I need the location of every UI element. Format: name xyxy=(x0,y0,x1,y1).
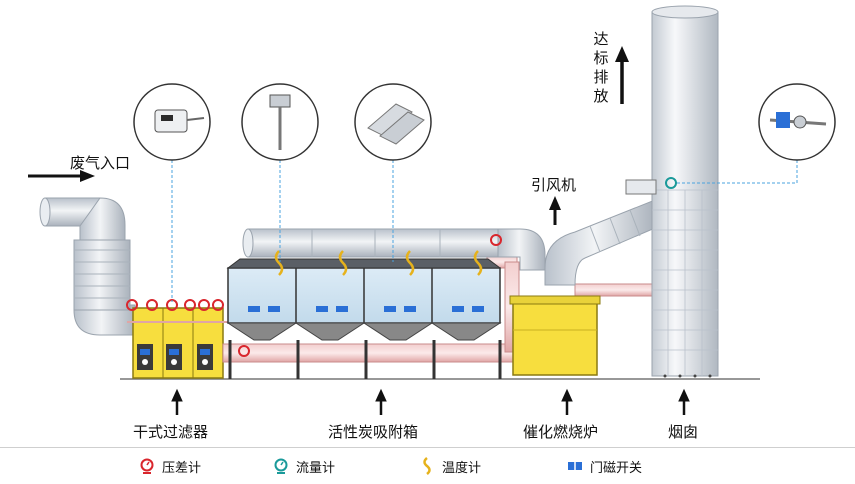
label-exhaust-char: 达 xyxy=(593,30,609,48)
flow-meter-icon xyxy=(665,177,677,189)
callout-thermometer xyxy=(241,83,319,161)
process-diagram xyxy=(28,5,836,415)
arrow-chimney xyxy=(678,388,690,415)
callout-magnetic-switch xyxy=(354,83,432,161)
label-exhaust: 达 标 排 放 xyxy=(593,30,609,106)
legend: 压差计 流量计 温度计 门磁开关 xyxy=(0,447,855,484)
label-carbon-box: 活性炭吸附箱 xyxy=(328,423,419,441)
exhaust-arrow xyxy=(615,46,629,104)
legend-item-door-switch: 门磁开关 xyxy=(566,456,642,476)
dry-filter-unit xyxy=(126,299,230,379)
label-fan: 引风机 xyxy=(531,176,577,194)
arrow-dry-filter xyxy=(171,388,183,415)
legend-item-flow: 流量计 xyxy=(272,456,335,476)
fan-duct xyxy=(544,199,656,286)
legend-label: 门磁开关 xyxy=(590,460,643,476)
callout-flow-sensor xyxy=(758,83,836,161)
thermometer-icon xyxy=(423,457,431,475)
pressure-gauge-icon xyxy=(490,234,502,246)
legend-item-temperature: 温度计 xyxy=(418,456,481,476)
pressure-gauge-icon xyxy=(238,345,250,357)
fan-arrow xyxy=(549,196,561,225)
arrow-carbon-box xyxy=(375,388,387,415)
arrow-catalytic-burner xyxy=(561,388,573,415)
pressure-gauge-icon xyxy=(140,458,154,474)
label-exhaust-char: 放 xyxy=(593,87,609,105)
legend-label: 压差计 xyxy=(162,460,202,476)
carbon-top-duct xyxy=(242,228,546,271)
label-exhaust-char: 标 xyxy=(593,49,609,67)
label-exhaust-char: 排 xyxy=(593,68,609,86)
pink-pipes xyxy=(222,255,666,363)
legend-item-pressure: 压差计 xyxy=(138,456,201,476)
legend-label: 温度计 xyxy=(442,460,482,476)
flow-meter-icon xyxy=(274,458,288,474)
label-dry-filter: 干式过滤器 xyxy=(133,423,209,441)
label-inlet: 废气入口 xyxy=(70,154,131,172)
label-chimney: 烟囱 xyxy=(668,423,699,441)
callout-pressure-sensor xyxy=(133,83,211,161)
catalytic-burner-unit xyxy=(509,295,601,376)
carbon-adsorption-box xyxy=(226,250,502,379)
inlet-arrow xyxy=(28,170,95,182)
inlet-duct xyxy=(39,197,136,336)
legend-label: 流量计 xyxy=(296,460,336,476)
door-magnetic-switch-icon xyxy=(568,462,582,470)
chimney-stack xyxy=(625,5,719,378)
label-catalytic-burner: 催化燃烧炉 xyxy=(523,423,599,441)
